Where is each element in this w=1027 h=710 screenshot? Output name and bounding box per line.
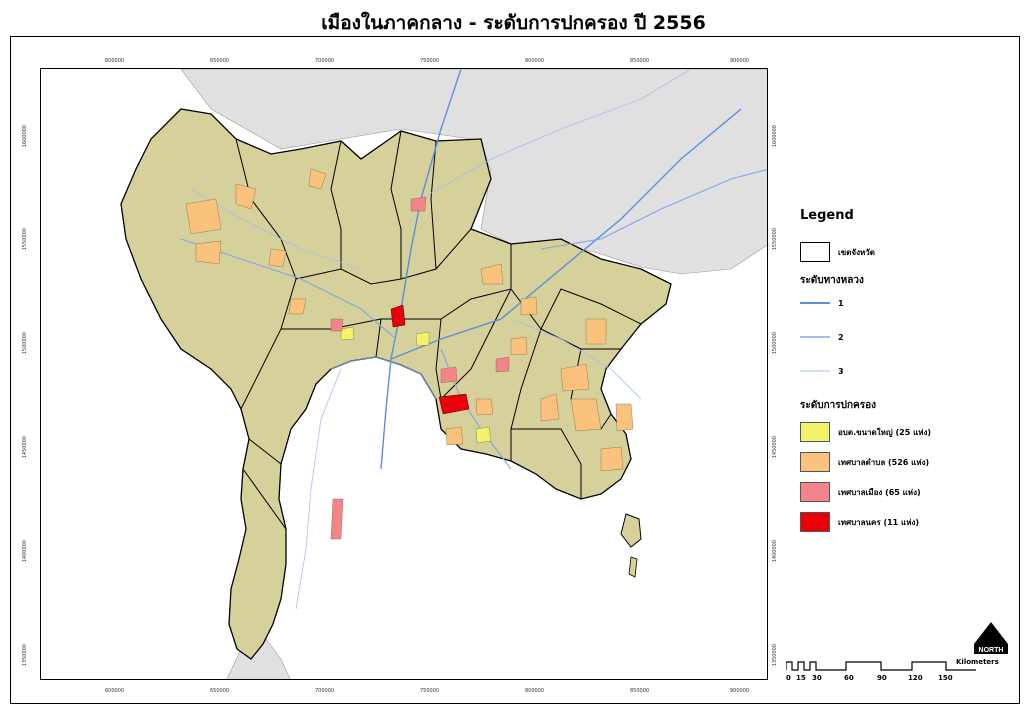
scale-label: 150: [938, 674, 953, 682]
north-arrow-icon: NORTH: [974, 622, 1008, 654]
legend-heading: Legend: [800, 208, 854, 223]
legend-boundary-row: เขตจังหวัด: [800, 241, 1010, 263]
right-tick-label: 1450000: [772, 436, 778, 459]
north-label: NORTH: [979, 647, 1004, 654]
left-tick-label: 1400000: [22, 540, 28, 563]
scale-bar: 0 15 30 60 90 120 150 Kilometers: [785, 656, 999, 686]
left-tick-label: 1350000: [22, 644, 28, 667]
admin-swatch-city: [800, 512, 830, 532]
scale-label: 0: [786, 674, 791, 682]
legend-road-label: 1: [838, 298, 844, 308]
map-svg: [120, 69, 767, 679]
boundary-swatch: [800, 242, 830, 262]
bottom-tick-label: 900000: [730, 688, 750, 694]
scale-label: 120: [908, 674, 923, 682]
admin-swatch-town: [800, 482, 830, 502]
left-tick-label: 1600000: [22, 125, 28, 148]
bottom-tick-label: 700000: [315, 688, 335, 694]
top-tick-label: 650000: [210, 58, 230, 64]
legend-admin-label: เทศบาลตำบล (526 แห่ง): [838, 457, 930, 467]
legend-roads-heading: ระดับทางหลวง: [800, 275, 864, 286]
top-tick-label: 700000: [315, 58, 335, 64]
legend-admin-row: อบต.ขนาดใหญ่ (25 แห่ง): [800, 421, 1010, 443]
legend-admin-row: เทศบาลเมือง (65 แห่ง): [800, 481, 1010, 503]
map-frame: [10, 36, 1020, 704]
bottom-tick-label: 800000: [525, 688, 545, 694]
admin-areas-city: [390, 304, 470, 415]
right-tick-label: 1550000: [772, 228, 778, 251]
map-canvas[interactable]: [40, 68, 768, 680]
scale-bar-graphic: [785, 661, 976, 671]
road-line-swatch: [800, 336, 830, 338]
top-tick-label: 800000: [525, 58, 545, 64]
legend-road-row: 1: [800, 296, 1010, 310]
right-tick-label: 1400000: [772, 540, 778, 563]
legend: Legend เขตจังหวัด ระดับทางหลวง 1 2 3 ระด…: [800, 208, 1010, 541]
island-small: [628, 556, 638, 578]
admin-swatch-large-tao: [800, 422, 830, 442]
legend-admin-heading: ระดับการปกครอง: [800, 400, 876, 411]
left-tick-label: 1450000: [22, 436, 28, 459]
right-tick-label: 1500000: [772, 332, 778, 355]
legend-road-row: 3: [800, 364, 1010, 378]
admin-areas-town: [330, 196, 510, 540]
left-tick-label: 1550000: [22, 228, 28, 251]
legend-boundary-label: เขตจังหวัด: [838, 247, 875, 257]
bottom-tick-label: 750000: [420, 688, 440, 694]
bottom-tick-label: 650000: [210, 688, 230, 694]
road-line-swatch: [800, 370, 830, 372]
highways: [180, 69, 767, 610]
legend-admin-row: เทศบาลตำบล (526 แห่ง): [800, 451, 1010, 473]
scale-label: 90: [877, 674, 887, 682]
top-tick-label: 900000: [730, 58, 750, 64]
map-title: เมืองในภาคกลาง - ระดับการปกครอง ปี 2556: [321, 12, 706, 34]
top-tick-label: 750000: [420, 58, 440, 64]
legend-admin-label: อบต.ขนาดใหญ่ (25 แห่ง): [838, 427, 932, 437]
scale-label: 60: [844, 674, 854, 682]
gulf-coastline: [330, 356, 437, 400]
legend-admin-label: เทศบาลเมือง (65 แห่ง): [838, 487, 921, 497]
admin-areas-subdistrict: [185, 168, 634, 472]
legend-admin-label: เทศบาลนคร (11 แห่ง): [838, 517, 920, 527]
scale-label: 30: [812, 674, 822, 682]
top-tick-label: 850000: [630, 58, 650, 64]
scale-unit-label: Kilometers: [956, 658, 999, 666]
legend-admin-row: เทศบาลนคร (11 แห่ง): [800, 511, 1010, 533]
right-tick-label: 1600000: [772, 125, 778, 148]
admin-areas-large-tao: [340, 326, 492, 444]
legend-road-label: 2: [838, 332, 844, 342]
scale-label: 15: [796, 674, 806, 682]
admin-swatch-subdistrict: [800, 452, 830, 472]
left-tick-label: 1500000: [22, 332, 28, 355]
bottom-tick-label: 600000: [105, 688, 125, 694]
right-tick-label: 1350000: [772, 644, 778, 667]
road-line-swatch: [800, 302, 830, 304]
top-tick-label: 600000: [105, 58, 125, 64]
province-boundaries: [235, 130, 642, 530]
island: [620, 513, 642, 548]
legend-road-row: 2: [800, 330, 1010, 344]
legend-road-label: 3: [838, 366, 844, 376]
bottom-tick-label: 850000: [630, 688, 650, 694]
